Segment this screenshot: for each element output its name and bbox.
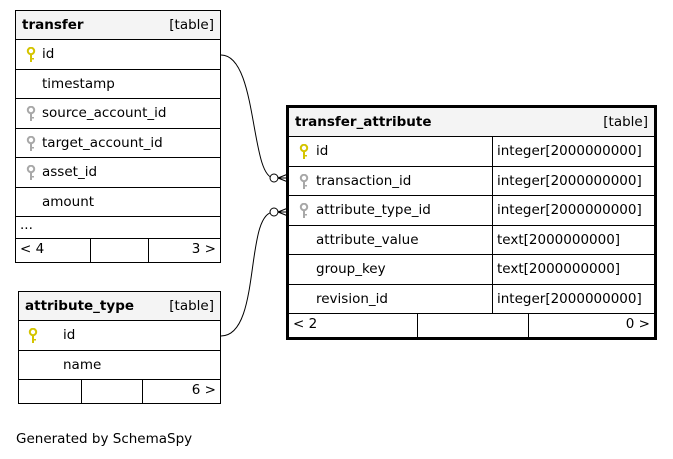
column-type: integer[2000000000] — [492, 196, 642, 225]
primary-key-icon — [28, 327, 38, 344]
column-row-asset-id[interactable]: asset_id — [16, 158, 220, 188]
table-tag: [table] — [169, 17, 214, 33]
table-header: transfer_attribute [table] — [289, 108, 654, 137]
table-footer: < 4 3 > — [16, 239, 220, 262]
column-row-amount[interactable]: amount — [16, 188, 220, 217]
column-row-target-account-id[interactable]: target_account_id — [16, 129, 220, 158]
children-count[interactable]: 3 > — [191, 241, 216, 257]
column-row-id[interactable]: id integer[2000000000] — [289, 137, 654, 167]
column-row-timestamp[interactable]: timestamp — [16, 70, 220, 99]
column-name: id — [316, 143, 329, 160]
more-columns-ellipsis: ... — [16, 217, 220, 239]
children-count[interactable]: 0 > — [625, 316, 650, 332]
foreign-key-icon — [299, 202, 309, 219]
table-tag: [table] — [169, 298, 214, 314]
table-name: transfer — [22, 17, 84, 33]
table-attribute-type[interactable]: attribute_type [table] id name 6 > — [18, 291, 221, 404]
column-type: integer[2000000000] — [492, 284, 642, 313]
table-footer: < 2 0 > — [289, 314, 654, 337]
column-name: transaction_id — [316, 172, 412, 189]
column-name: id — [63, 327, 76, 344]
column-name: group_key — [316, 261, 386, 278]
column-name: name — [63, 356, 102, 373]
primary-key-icon — [26, 46, 36, 63]
column-row-attribute-value[interactable]: attribute_value text[2000000000] — [289, 225, 654, 255]
column-row-source-account-id[interactable]: source_account_id — [16, 99, 220, 129]
column-name: target_account_id — [42, 134, 163, 151]
column-type: text[2000000000] — [492, 225, 620, 254]
column-name: source_account_id — [42, 105, 167, 122]
foreign-key-icon — [26, 135, 36, 152]
column-name: revision_id — [316, 290, 388, 307]
column-name: attribute_type_id — [316, 202, 431, 219]
column-type: integer[2000000000] — [492, 137, 642, 166]
table-tag: [table] — [603, 114, 648, 130]
table-footer: 6 > — [19, 380, 220, 403]
column-row-revision-id[interactable]: revision_id integer[2000000000] — [289, 284, 654, 314]
column-type: text[2000000000] — [492, 255, 620, 284]
column-row-group-key[interactable]: group_key text[2000000000] — [289, 255, 654, 285]
connector-zero-marker — [269, 173, 279, 183]
column-row-attribute-type-id[interactable]: attribute_type_id integer[2000000000] — [289, 196, 654, 226]
column-row-transaction-id[interactable]: transaction_id integer[2000000000] — [289, 166, 654, 196]
connector-transfer-id-to-transaction-id — [220, 54, 275, 179]
table-header: attribute_type [table] — [19, 292, 220, 321]
connector-attribute-type-id-to-attribute-type-id — [220, 211, 275, 337]
generated-by-label: Generated by SchemaSpy — [16, 431, 193, 447]
parents-count[interactable]: < 2 — [293, 316, 318, 332]
column-name: asset_id — [42, 164, 98, 181]
column-name: amount — [42, 193, 95, 210]
table-name: transfer_attribute — [295, 114, 432, 130]
column-type: integer[2000000000] — [492, 166, 642, 195]
connector-zero-marker — [269, 207, 279, 217]
table-transfer[interactable]: transfer [table] id timestamp source_accou… — [15, 10, 221, 263]
column-row-id[interactable]: id — [19, 321, 220, 351]
foreign-key-icon — [299, 173, 309, 190]
column-name: id — [42, 46, 55, 63]
table-transfer-attribute[interactable]: transfer_attribute [table] id integer[200… — [286, 105, 657, 340]
children-count[interactable]: 6 > — [191, 382, 216, 398]
foreign-key-icon — [26, 105, 36, 122]
table-name: attribute_type — [25, 298, 135, 314]
primary-key-icon — [299, 143, 309, 160]
foreign-key-icon — [26, 164, 36, 181]
table-header: transfer [table] — [16, 11, 220, 40]
parents-count[interactable]: < 4 — [20, 241, 45, 257]
column-name: timestamp — [42, 75, 115, 92]
column-row-id[interactable]: id — [16, 40, 220, 70]
column-name: attribute_value — [316, 231, 419, 248]
column-row-name[interactable]: name — [19, 351, 220, 380]
